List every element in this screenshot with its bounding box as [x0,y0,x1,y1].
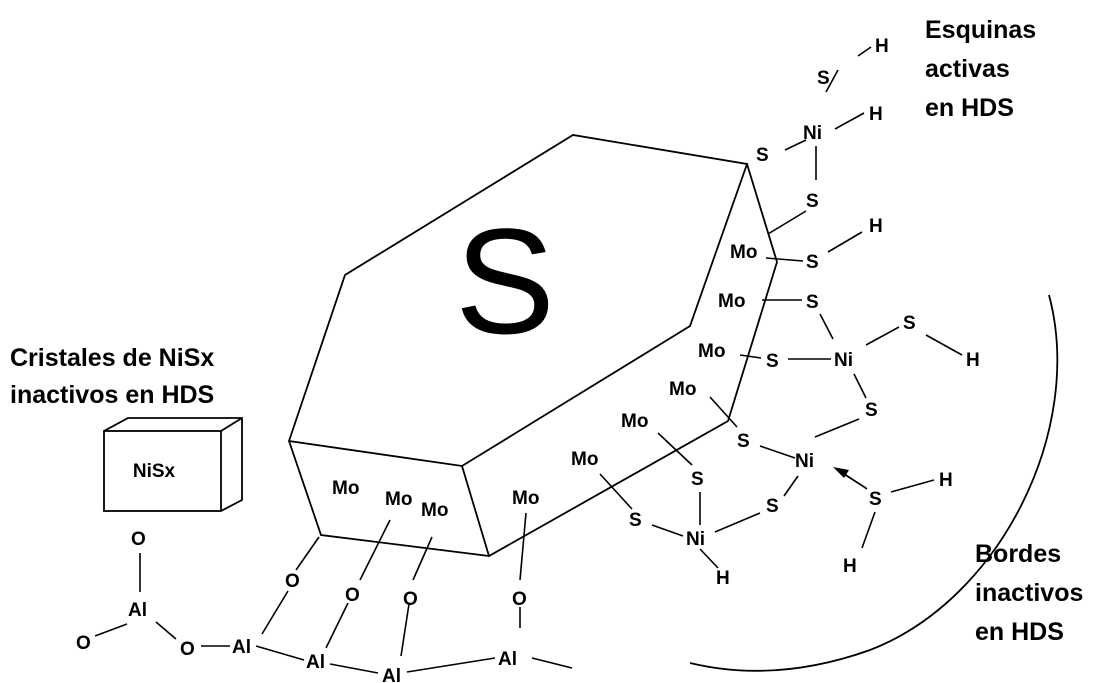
mos2-crystal: S [287,134,778,558]
bonds [94,46,963,674]
molybdenum-atom: Mo [421,500,448,521]
molybdenum-atom: Mo [621,411,648,432]
hydrogen-atom: H [843,556,857,577]
nisx-crystal-box: NiSx [103,417,243,512]
sulfur-atom: S [756,145,769,166]
sulfur-atom: S [629,510,642,531]
label-line: en HDS [925,94,1014,122]
sulfur-atom: S [903,313,916,334]
sulfur-atom: S [806,191,819,212]
hydrogen-atom: H [875,36,889,57]
sulfur-atom: S [869,489,882,510]
label-line: inactivos [975,579,1083,607]
oxygen-atom: O [512,589,527,610]
molybdenum-atom: Mo [669,379,696,400]
label-line: activas [925,55,1010,83]
hydrogen-atom: H [939,470,953,491]
molybdenum-atom: Mo [332,478,359,499]
aluminum-atom: Al [382,666,401,683]
oxygen-atom: O [180,639,195,660]
hydrogen-atom: H [716,568,730,589]
oxygen-atom: O [76,633,91,654]
sulfur-atom: S [766,496,779,517]
label-esquinas-activas: Esquinas activas en HDS [925,16,1036,122]
molybdenum-atom: Mo [571,449,598,470]
label-line: en HDS [975,618,1064,646]
sulfur-atom: S [865,400,878,421]
sulfur-atom: S [766,351,779,372]
hydrogen-atom: H [966,350,980,371]
aluminum-atom: Al [128,600,147,621]
hydrogen-atom: H [869,216,883,237]
oxygen-atom: O [131,529,146,550]
label-line: Bordes [975,540,1061,568]
aluminum-atom: Al [306,652,325,673]
sulfur-atom: S [806,252,819,273]
nickel-atom: Ni [795,451,814,472]
sulfur-atom: S [806,292,819,313]
atoms: S S S S S S S S S S S S S H H H H H H H … [76,36,980,683]
molybdenum-atom: Mo [512,488,539,509]
crystal-symbol: S [455,197,555,365]
nickel-atom: Ni [686,529,705,550]
label-cristales-nisx: Cristales de NiSx inactivos en HDS [10,344,214,409]
sulfur-atom: S [737,431,750,452]
h2s-approach-arrow [833,467,867,489]
nisx-box-label: NiSx [133,461,176,482]
sulfur-atom: S [691,469,704,490]
label-line: inactivos en HDS [10,381,214,409]
aluminum-atom: Al [498,649,517,670]
nickel-atom: Ni [803,123,822,144]
sulfur-atom: S [817,68,830,89]
crystal-right-face [461,163,778,558]
molybdenum-atom: Mo [385,489,412,510]
nickel-atom: Ni [834,350,853,371]
molybdenum-atom: Mo [718,291,745,312]
label-bordes-inactivos: Bordes inactivos en HDS [975,540,1083,646]
oxygen-atom: O [285,571,300,592]
label-line: Esquinas [925,16,1036,44]
oxygen-atom: O [403,589,418,610]
label-line: Cristales de NiSx [10,344,214,372]
molybdenum-atom: Mo [698,341,725,362]
molybdenum-atom: Mo [730,242,757,263]
oxygen-atom: O [345,585,360,606]
crystal-front-face [288,440,490,557]
aluminum-atom: Al [232,637,251,658]
hydrogen-atom: H [869,104,883,125]
inactive-edges-arc [689,294,1059,672]
